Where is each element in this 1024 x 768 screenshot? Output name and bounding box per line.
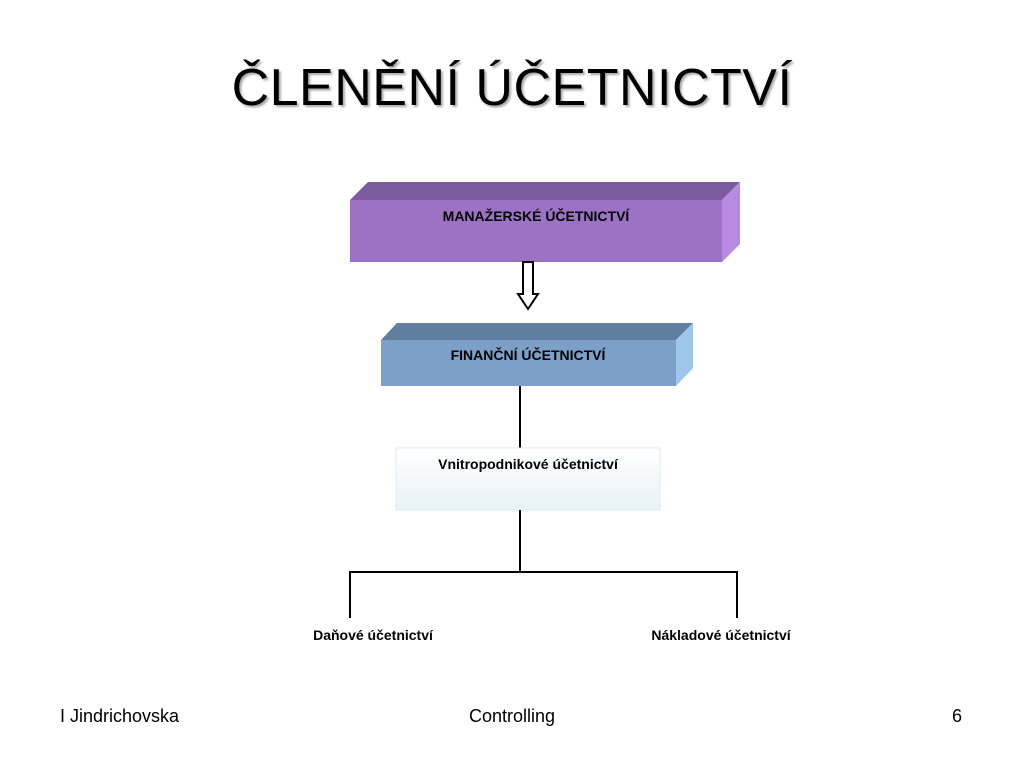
managerial-accounting-box: MANAŽERSKÉ ÚČETNICTVÍ [350,182,740,262]
footer-page-number: 6 [951,706,962,726]
down-arrow-icon [516,261,540,311]
managerial-box-side-face [722,182,740,262]
managerial-box-top-face [350,182,740,200]
managerial-box-front-face [350,200,722,262]
financial-box-top-face [381,323,693,340]
leaf-cost-accounting: Nákladové účetnictví [651,627,791,643]
financial-accounting-box: FINANČNÍ ÚČETNICTVÍ [381,323,693,386]
financial-box-side-face [676,323,693,386]
leaf-tax-accounting: Daňové účetnictví [313,627,434,643]
internal-box-label: Vnitropodnikové účetnictví [438,456,619,472]
internal-accounting-box: Vnitropodnikové účetnictví [395,447,661,511]
footer-author: I Jindrichovska [60,706,180,726]
footer-subject: Controlling [468,706,556,726]
financial-box-front-face [381,340,676,386]
tree-connector [349,510,738,618]
managerial-box-label: MANAŽERSKÉ ÚČETNICTVÍ [443,207,631,224]
financial-box-label: FINANČNÍ ÚČETNICTVÍ [451,346,607,363]
internal-box-rect [395,447,661,511]
slide-title: ČLENĚNÍ ÚČETNICTVÍ [231,59,793,117]
